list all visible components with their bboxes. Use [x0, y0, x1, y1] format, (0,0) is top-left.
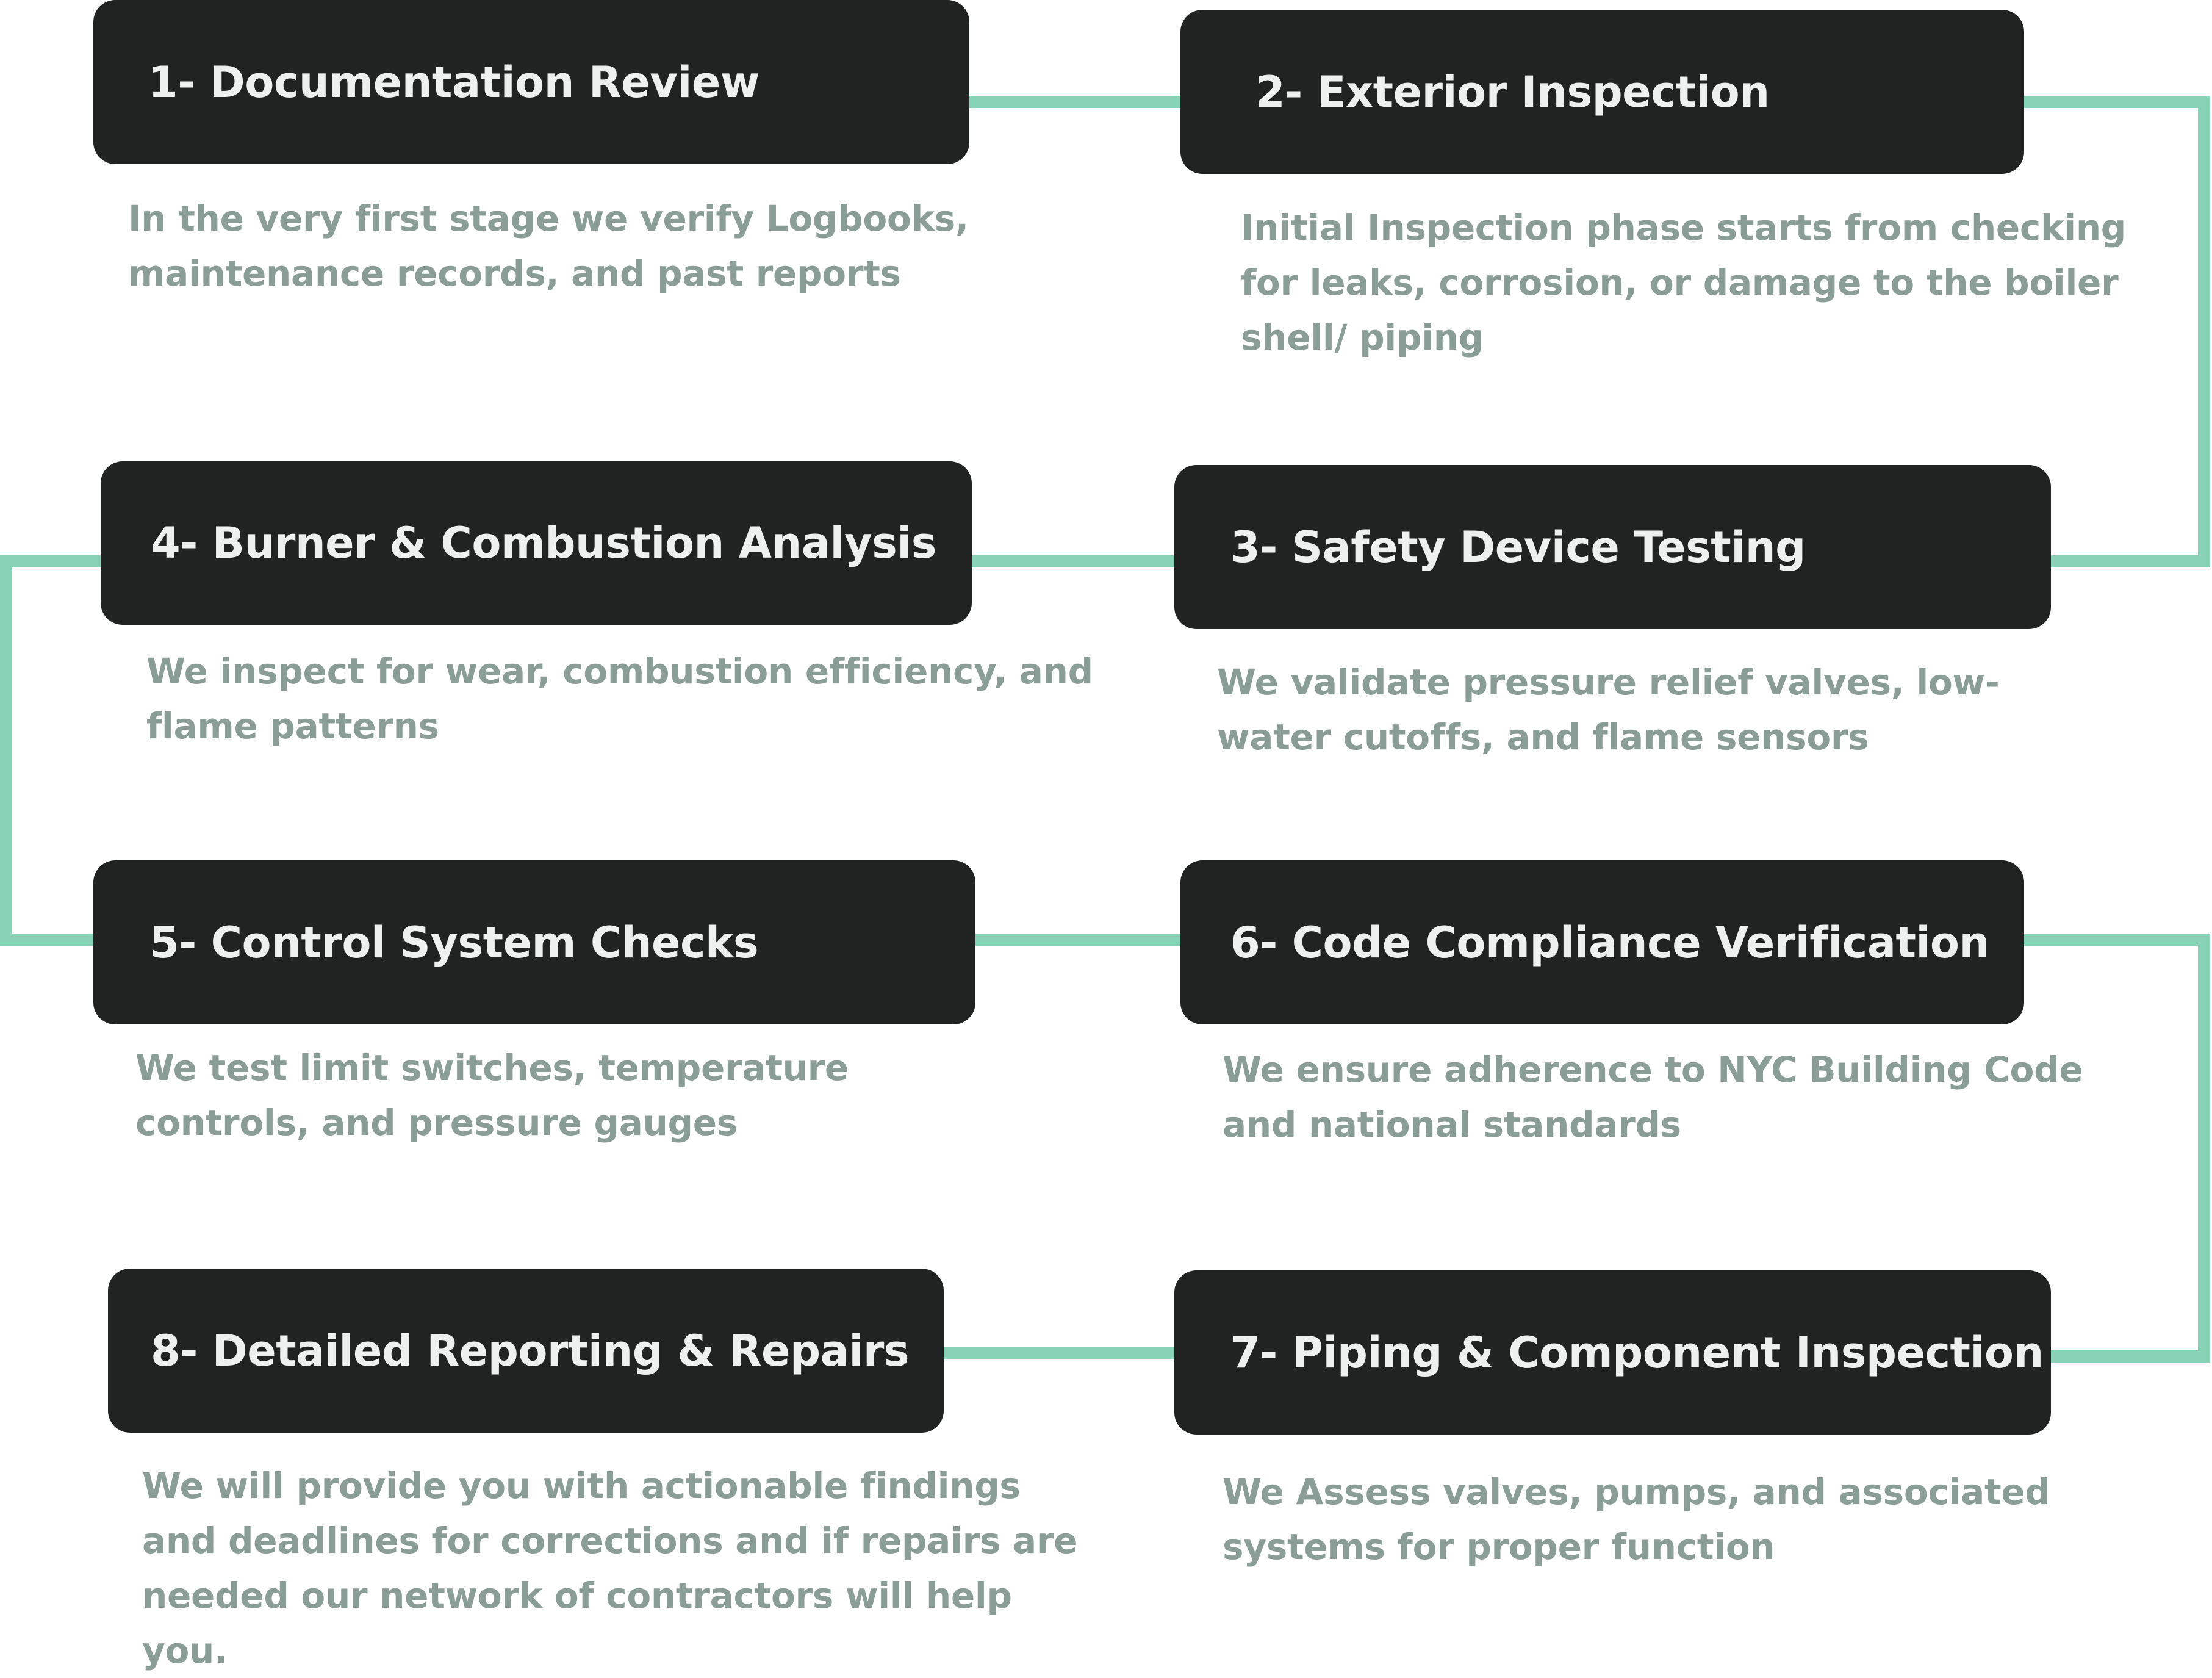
step-5-title: 5- Control System Checks — [149, 917, 759, 968]
step-7-box: 7- Piping & Component Inspection — [1174, 1270, 2051, 1435]
step-7-description: We Assess valves, pumps, and associated … — [1223, 1471, 2050, 1568]
step-2-title: 2- Exterior Inspection — [1255, 67, 1770, 117]
step-5-box: 5- Control System Checks — [93, 860, 975, 1024]
step-4-title: 4- Burner & Combustion Analysis — [151, 518, 936, 568]
step-6-description: We ensure adherence to NYC Building Code… — [1223, 1049, 2083, 1145]
step-5-description: We test limit switches, temperature cont… — [135, 1047, 849, 1143]
step-4-description: We inspect for wear, combustion efficien… — [146, 650, 1093, 747]
step-2-box: 2- Exterior Inspection — [1180, 10, 2024, 174]
step-1-description: In the very first stage we verify Logboo… — [128, 198, 969, 294]
step-8-description: We will provide you with actionable find… — [142, 1465, 1078, 1671]
step-7-title: 7- Piping & Component Inspection — [1230, 1327, 2044, 1378]
step-1-box: 1- Documentation Review — [93, 0, 969, 164]
connector-4-to-5 — [0, 555, 101, 946]
step-3-box: 3- Safety Device Testing — [1174, 465, 2051, 629]
step-2-description: Initial Inspection phase starts from che… — [1241, 207, 2127, 358]
step-6-box: 6- Code Compliance Verification — [1180, 860, 2024, 1024]
step-6-title: 6- Code Compliance Verification — [1230, 917, 1989, 968]
step-8-title: 8- Detailed Reporting & Repairs — [151, 1325, 910, 1376]
process-connector-lines — [0, 96, 2210, 1363]
step-1-title: 1- Documentation Review — [148, 57, 760, 107]
step-4-box: 4- Burner & Combustion Analysis — [101, 461, 972, 625]
connector-2-to-3 — [2022, 96, 2210, 567]
step-8-box: 8- Detailed Reporting & Repairs — [108, 1269, 944, 1433]
step-3-title: 3- Safety Device Testing — [1230, 522, 1806, 572]
connector-6-to-7 — [2022, 934, 2210, 1363]
step-3-description: We validate pressure relief valves, low-… — [1217, 661, 2000, 758]
